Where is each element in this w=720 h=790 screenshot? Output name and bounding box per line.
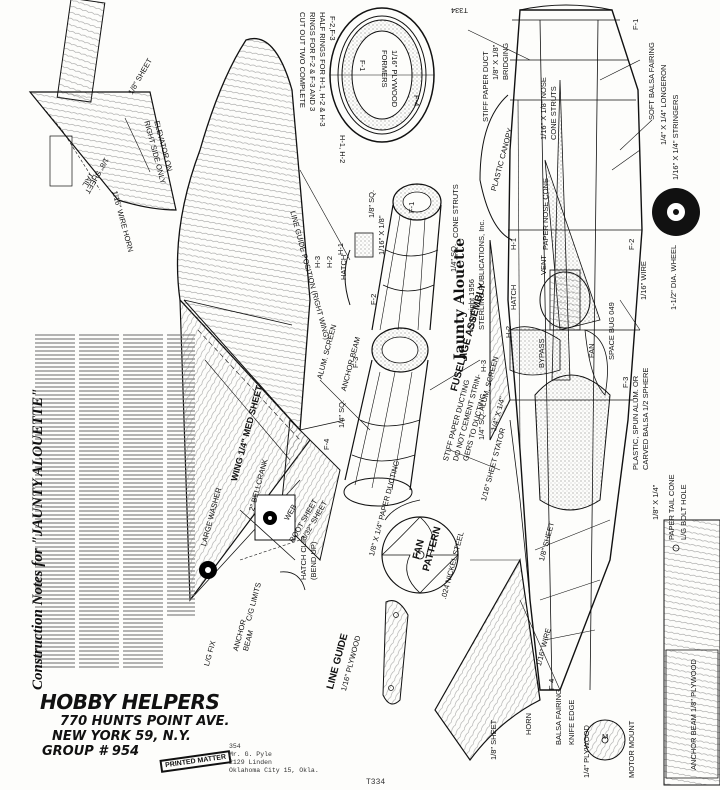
mailing-address: 354 Mr. G. Pyle 2129 Linden Oklahoma Cit…: [229, 743, 319, 775]
cut-out-note-1: CUT OUT TWO COMPLETE: [298, 12, 307, 108]
plastic-spun-label: PLASTIC, SPUN ALUM. OR: [631, 375, 640, 470]
leader-lines: [299, 29, 653, 471]
side-wire-label: 1/16" WIRE: [639, 261, 648, 300]
bridging-size-label: 1/8" X 1/8": [491, 44, 500, 80]
horn-label: HORN: [524, 712, 533, 735]
h2-label: H-2: [325, 255, 334, 268]
wheel-drawing: [652, 188, 700, 236]
construction-notes-text: [35, 332, 195, 682]
eighth-by-quarter-label: 1/8" X 1/4": [651, 484, 660, 520]
eighth-sq-label: 1/8" SQ.: [367, 189, 376, 218]
paper-nose-cone-label: PAPER NOSE CONE: [541, 178, 550, 250]
quarter-sq-label: 1/4" SQ.: [337, 399, 346, 428]
carved-balsa-label: CARVED BALSA 1/2 SPHERE: [641, 367, 650, 470]
asm-f4-label: F-4: [322, 438, 331, 450]
hatch-clip-label: HATCH CLIP: [299, 535, 308, 580]
address-line: 2129 Linden: [229, 759, 272, 766]
address-line: Mr. G. Pyle: [229, 751, 272, 758]
hatch-clip-bend: (BEND UP): [309, 541, 318, 580]
copyright-label: Copyright 1956: [467, 279, 476, 330]
notes-column-1: [35, 332, 75, 682]
nose-struts-label-2: CONE STRUTS: [549, 86, 558, 140]
bypass-label: BYPASS: [537, 338, 546, 368]
bridging-label: BRIDGING: [501, 42, 510, 80]
former-f1: F-1: [358, 60, 367, 72]
bellcrank-area: [199, 494, 306, 591]
publisher-block: HOBBY HELPERS 770 HUNTS POINT AVE. NEW Y…: [40, 690, 229, 759]
formers-plywood: 1/16" PLYWOOD: [390, 50, 399, 108]
tail-surface: [28, 0, 177, 211]
motor-mount-m-label: M: [602, 732, 609, 741]
h1-label: H-1: [336, 242, 345, 255]
knife-edge-label: KNIFE EDGE: [567, 699, 576, 745]
space-bug-label: SPACE BUG 049: [607, 302, 616, 360]
vent-label: VENT: [539, 254, 548, 275]
fan-pattern-drawing: [381, 499, 459, 594]
motor-mount-drawing: [584, 719, 626, 761]
quarter-plywood-label: 1/4" PLYWOOD: [582, 725, 591, 778]
cut-out-note-2: RINGS FOR F-2 & F-3 AND 3: [308, 12, 317, 112]
hatch-label: HATCH: [339, 254, 348, 280]
paper-tail-cone-label: PAPER TAIL CONE: [667, 474, 676, 540]
longeron-label: 1/4" X 1/4" LONGERON: [659, 64, 668, 145]
quarter-sq-label-3: 1/4" SQ.: [477, 411, 486, 440]
side-h2-label: H-2: [504, 325, 513, 338]
side-f3-label: F-3: [621, 376, 630, 388]
stringers-label: 1/16" X 1/4" STRINGERS: [671, 94, 680, 180]
cone-struts-label: CONE STRUTS: [451, 184, 460, 238]
motor-mount-label: MOTOR MOUNT: [627, 720, 636, 778]
side-f2-label: F-2: [627, 238, 636, 250]
copyright-holder: STERLING PUBLICATIONS, Inc.: [477, 219, 486, 330]
fan-side-label: FAN: [587, 343, 596, 358]
page-number: T334: [366, 778, 386, 787]
plastic-canopy-shape: [479, 94, 513, 241]
publisher-group: GROUP # 954: [42, 744, 140, 759]
wheel-label: 1-1/2" DIA. WHEEL: [669, 244, 678, 310]
side-view-lower-fin: [434, 558, 541, 762]
side-eighth-sheet-label-2: 1/8" SHEET: [489, 719, 498, 760]
model-name: Jaunty Alouette: [452, 238, 468, 360]
publisher-name: HOBBY HELPERS: [40, 690, 220, 714]
asm-f1-label: F-1: [407, 201, 416, 213]
asm-f2-label: F-2: [369, 293, 378, 305]
address-line: 354: [229, 743, 241, 750]
anchor-beam-plywood-label: ANCHOR BEAM 1/8" PLYWOOD: [689, 659, 698, 770]
nose-struts-label: 1/16" X 1/8" NOSE: [539, 77, 548, 140]
anchor-beam-plywood: [663, 519, 720, 786]
former-f4: F-4: [412, 95, 421, 107]
side-h1-label: H-1: [509, 237, 518, 250]
line-guide-drawing: [382, 600, 409, 705]
notes-column-3: [123, 332, 163, 682]
former-h1h2: H-1, H-2: [338, 135, 347, 164]
cut-out-note-3: HALF RINGS FOR H-1, H-2 & H-3: [318, 12, 327, 127]
construction-notes-title: Construction Notes for "JAUNTY ALOUETTE": [30, 388, 46, 690]
address-line: Oklahoma City 15, Okla.: [229, 767, 319, 774]
h3-label: H-3: [313, 255, 322, 268]
publisher-street: 770 HUNTS POINT AVE.: [60, 714, 230, 729]
formers-label: FORMERS: [380, 50, 389, 88]
formers-rings: [329, 7, 435, 143]
side-view-fuselage: [489, 4, 643, 691]
fuselage-assembly-sketch: [343, 183, 442, 507]
top-page-mark: T334: [450, 6, 468, 15]
side-hatch-label: HATCH: [509, 284, 518, 310]
notes-column-4: [167, 332, 195, 682]
wing-outline: [176, 38, 346, 602]
balsa-fairing-label: BALSA FAIRING: [554, 689, 563, 745]
lg-bolt-hole-label: L/G BOLT HOLE: [679, 484, 688, 540]
sixteenth-by-eighth-label: 1/16" X 1/8": [377, 215, 386, 255]
former-f2f3: F-2,F-3: [328, 16, 337, 41]
soft-balsa-fairing-label: SOFT BALSA FAIRING: [647, 42, 656, 120]
notes-column-2: [79, 332, 119, 682]
stiff-paper-duct-label: STIFF PAPER DUCT: [481, 51, 490, 122]
publisher-city: NEW YORK 59, N.Y.: [52, 729, 191, 744]
side-f1-label: F-1: [631, 18, 640, 30]
